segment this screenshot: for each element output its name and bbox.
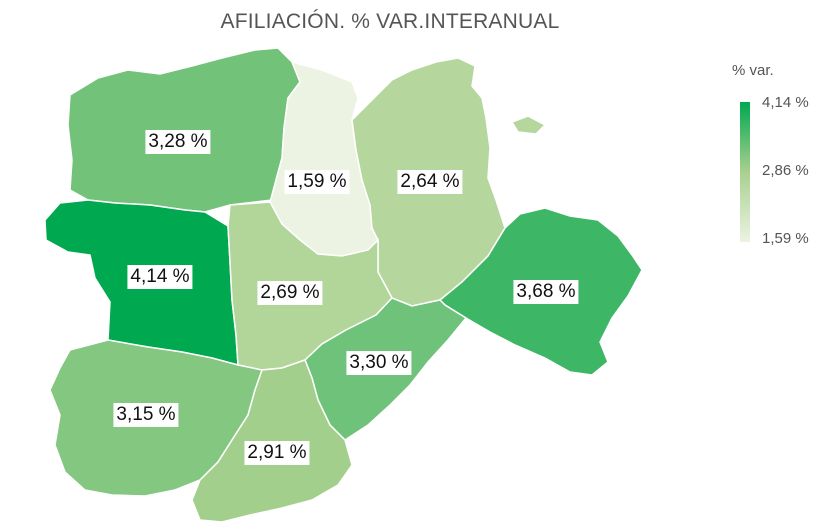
legend-mid-label: 2,86 % [762, 162, 809, 179]
region-label-burgos: 2,64 % [397, 170, 463, 194]
legend-title: % var. [732, 62, 774, 79]
region-label-valladolid: 2,69 % [257, 281, 323, 305]
legend-color-scale [740, 102, 750, 242]
region-label-palencia: 1,59 % [284, 170, 350, 194]
region-label-salamanca: 3,15 % [113, 403, 179, 427]
region-label-avila: 2,91 % [244, 441, 310, 465]
region-label-leon: 3,28 % [145, 130, 211, 154]
legend-min-label: 1,59 % [762, 230, 809, 247]
region-label-zamora: 4,14 % [127, 265, 193, 289]
region-label-segovia: 3,30 % [346, 351, 412, 375]
legend-max-label: 4,14 % [762, 94, 809, 111]
region-label-soria: 3,68 % [513, 280, 579, 304]
map-title: AFILIACIÓN. % VAR.INTERANUAL [220, 10, 560, 33]
color-legend: % var. 4,14 % 2,86 % 1,59 % [730, 60, 825, 250]
